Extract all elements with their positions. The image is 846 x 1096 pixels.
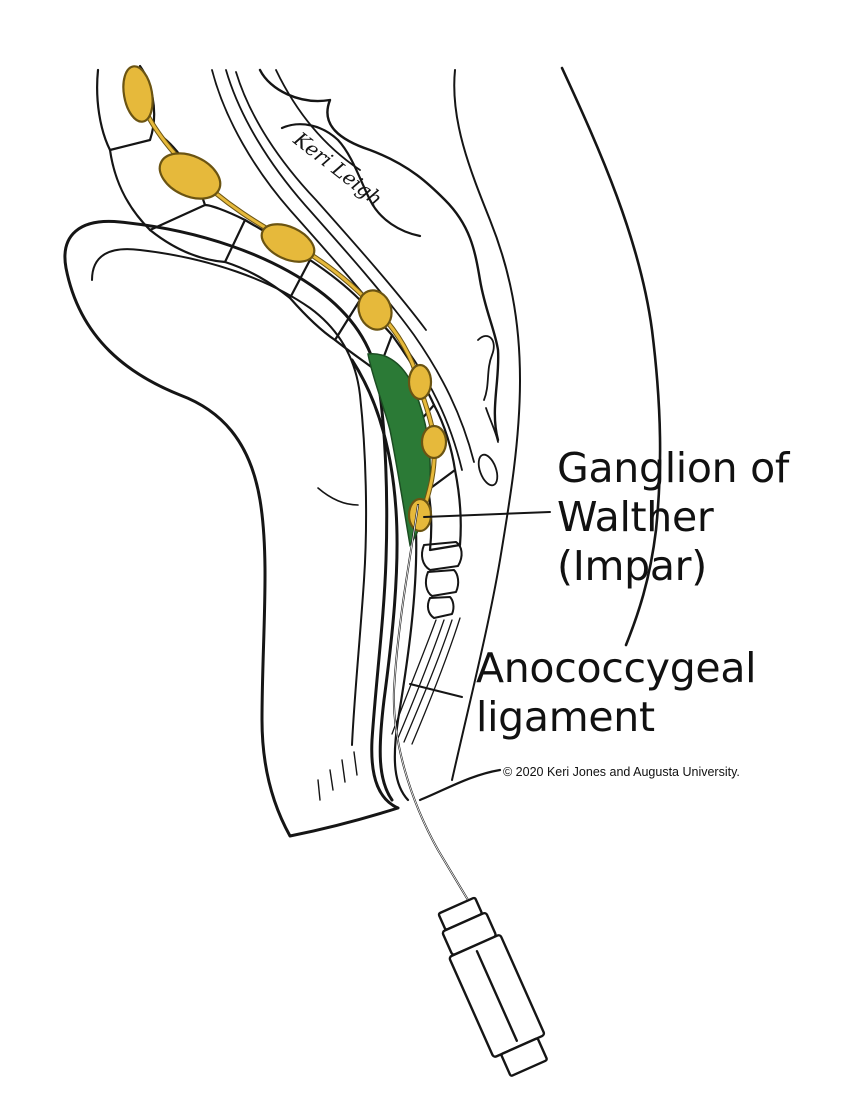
spinal-canal: [211, 69, 475, 471]
sacral-crest: [280, 123, 422, 238]
ligament-pointer-line: [409, 683, 463, 698]
copyright-notice: © 2020 Keri Jones and Augusta University…: [503, 765, 740, 779]
coccyx: [421, 541, 463, 619]
needle-shaft-inner: [393, 504, 475, 911]
ganglion-pointer-line: [423, 511, 551, 518]
bladder-fold: [317, 487, 359, 506]
sacral-cornua: [477, 453, 499, 487]
ganglion-3: [260, 223, 316, 263]
sacral-foramen-left: [477, 335, 495, 401]
ganglion-2: [158, 152, 222, 200]
ganglion-label-line-1: Ganglion of: [557, 444, 790, 492]
posterior-sacrum: [258, 68, 500, 442]
ganglion-label-line-2: Walther: [557, 492, 714, 541]
ligament-label-line-1: Anococcygeal: [476, 644, 757, 692]
sacral-hiatus: [485, 407, 499, 443]
rectum-wall-anterior: [350, 358, 399, 802]
bladder-inner: [91, 248, 368, 746]
ganglia: [122, 65, 448, 533]
spinal-needle: [392, 504, 548, 1077]
ganglion-impar-label: Ganglion of Walther (Impar): [557, 444, 789, 590]
ganglion-5: [407, 363, 433, 401]
ganglion-impar: [407, 497, 433, 533]
ganglion-4: [357, 289, 393, 331]
needle-hub: [437, 896, 548, 1077]
anococcygeal-ligament-label: Anococcygeal ligament: [476, 644, 757, 742]
needle-shaft: [392, 504, 475, 911]
anococcygeal-ligament-fibers: [391, 617, 461, 745]
perineum-lines: [317, 751, 358, 801]
ganglion-1: [122, 65, 154, 123]
ganglion-6: [420, 424, 448, 460]
ligament-label-line-2: ligament: [476, 692, 655, 741]
skin-outline-lower: [418, 768, 502, 802]
skin-outline: [560, 66, 662, 647]
posterior-fascia: [451, 69, 521, 781]
bladder-outline: [63, 219, 400, 838]
ganglion-label-line-3: (Impar): [557, 541, 707, 590]
